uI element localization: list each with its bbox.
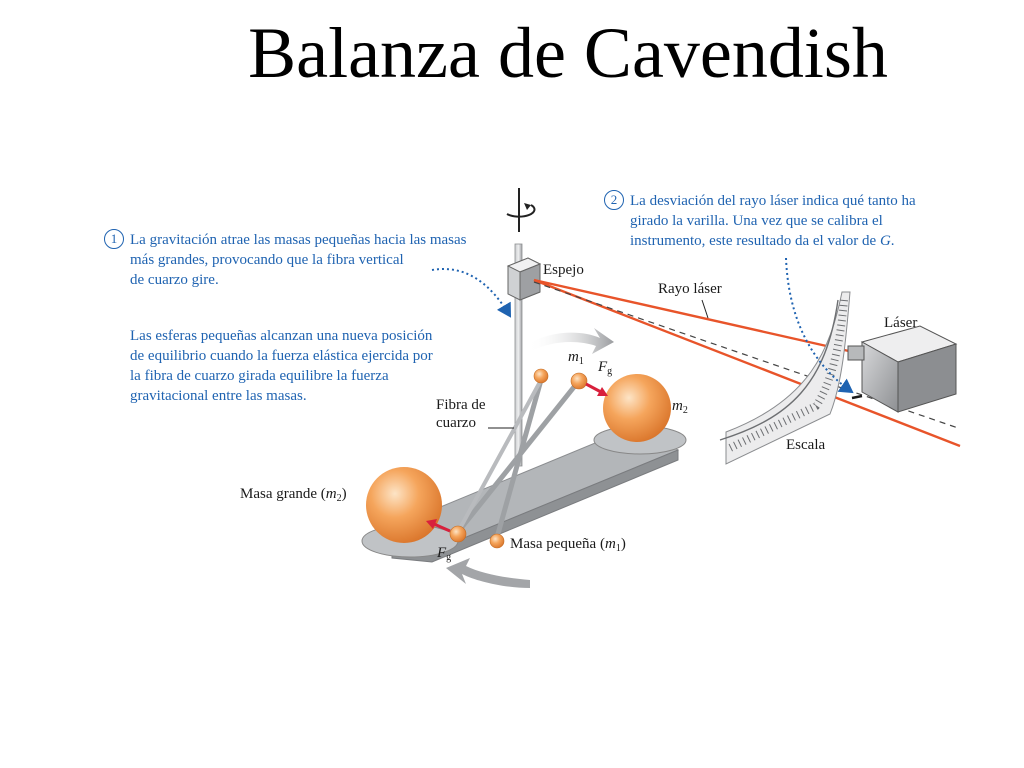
laser-beam-reflected xyxy=(533,278,961,448)
small-sphere-back-top xyxy=(533,368,549,384)
note2-period: . xyxy=(890,233,895,249)
note1b-line1: Las esferas pequeñas alcanzan una nueva … xyxy=(130,328,433,344)
note-2: 2 La desviación del rayo láser indica qué… xyxy=(604,190,984,251)
label-small-mass: Masa pequeña (m1) xyxy=(510,536,626,554)
note2-line3: instrumento, este resultado da el valor … xyxy=(630,233,877,249)
step-1-badge: 1 xyxy=(104,229,124,249)
label-fiber: Fibra de cuarzo xyxy=(436,396,486,432)
label-laser-beam: Rayo láser xyxy=(658,281,722,297)
note1-pointer-arrow xyxy=(431,268,512,318)
note1b-line3: la fibra de cuarzo girada equilibre la f… xyxy=(130,368,389,384)
note2-line2: girado la varilla. Una vez que se calibr… xyxy=(630,213,883,229)
small-sphere-front-top xyxy=(570,372,588,390)
label-scale: Escala xyxy=(786,437,826,453)
label-mirror: Espejo xyxy=(543,262,584,278)
deflection-arrow xyxy=(785,257,854,394)
small-sphere-front-bottom xyxy=(449,525,467,543)
mirror xyxy=(506,257,542,301)
note1b-line4: gravitacional entre las masas. xyxy=(130,388,307,404)
rotation-arrow-top xyxy=(528,328,614,354)
measuring-scale xyxy=(719,291,851,465)
laser-device xyxy=(847,325,958,413)
force-arrow-bottom xyxy=(426,519,451,533)
small-sphere-back-bottom xyxy=(489,533,505,549)
large-sphere-right xyxy=(603,374,671,442)
note1-line2: más grandes, provocando que la fibra ver… xyxy=(130,252,404,268)
label-fiber-line2: cuarzo xyxy=(436,415,476,431)
reference-line xyxy=(533,281,959,429)
laser-beam-incident xyxy=(533,278,863,356)
label-large-mass: Masa grande (m2) xyxy=(240,486,347,504)
label-laser: Láser xyxy=(884,315,918,331)
note2-variable-g: G xyxy=(879,233,891,249)
label-fiber-line1: Fibra de xyxy=(436,397,486,413)
note1-line3: de cuarzo gire. xyxy=(130,272,219,288)
note-1: 1 La gravitación atrae las masas pequeñas… xyxy=(104,229,524,290)
label-m1: m1 xyxy=(568,349,584,367)
note1-line1: La gravitación atrae las masas pequeñas … xyxy=(130,232,467,248)
note2-line1: La desviación del rayo láser indica qué … xyxy=(630,193,916,209)
label-fg-top: Fg xyxy=(598,359,613,377)
balance-rod-back xyxy=(493,379,544,542)
balance-rod-cross xyxy=(456,379,543,533)
large-sphere-left xyxy=(366,467,442,543)
force-arrow-top xyxy=(585,382,608,396)
balance-rod-front xyxy=(456,380,580,534)
rotation-icon xyxy=(506,188,536,232)
note-1b: Las esferas pequeñas alcanzan una nueva … xyxy=(130,326,530,406)
rotation-arrow-bottom xyxy=(446,558,530,588)
step-2-badge: 2 xyxy=(604,190,624,210)
slide-title: Balanza de Cavendish xyxy=(248,13,888,93)
laser-beam-leader-line xyxy=(701,299,709,319)
label-fg-bottom: Fg xyxy=(437,545,452,563)
label-m2: m2 xyxy=(672,398,688,416)
deflection-mark xyxy=(851,394,863,400)
note1b-line2: de equilibrio cuando la fuerza elástica … xyxy=(130,348,433,364)
